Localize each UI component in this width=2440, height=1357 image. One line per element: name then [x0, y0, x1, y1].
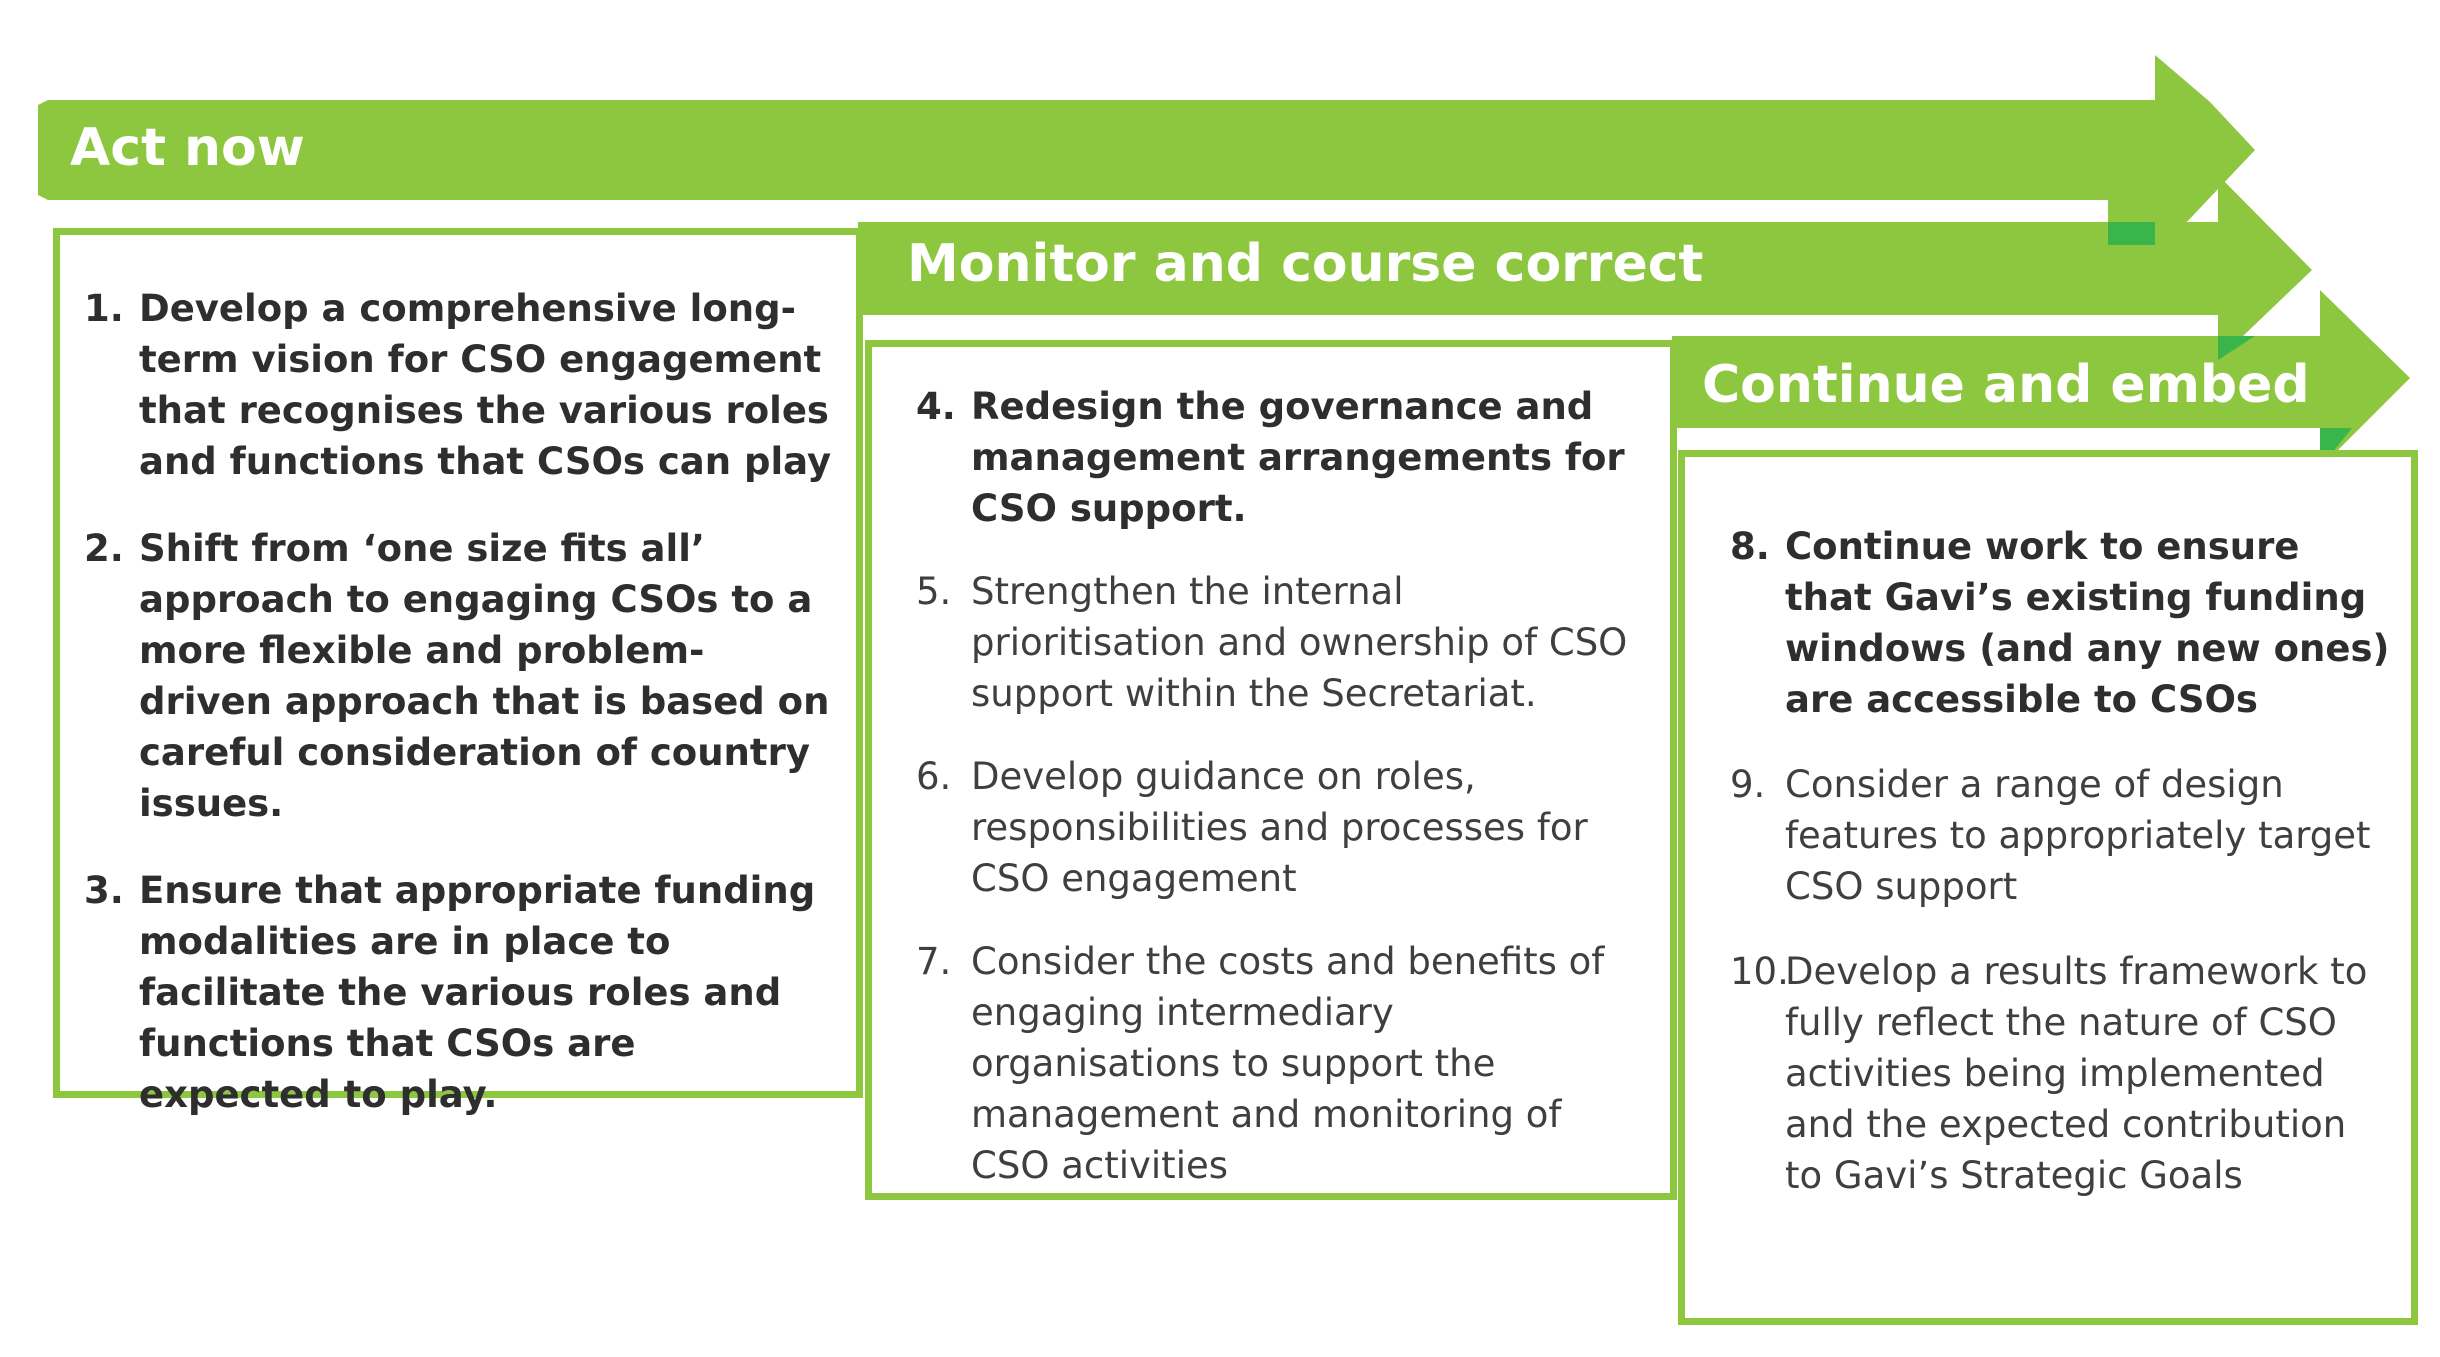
- item-number: 10.: [1730, 950, 1789, 993]
- list-item: 4. Redesign the governance and managemen…: [916, 381, 1640, 534]
- act-now-label: Act now: [70, 118, 305, 178]
- list-item: 2. Shift from ‘one size fits all’ approa…: [84, 523, 836, 829]
- item-text: Consider the costs and benefits of engag…: [971, 940, 1605, 1187]
- list-item: 6. Develop guidance on roles, responsibi…: [916, 751, 1640, 904]
- list-item: 5. Strengthen the internal prioritisatio…: [916, 566, 1640, 719]
- item-number: 1.: [84, 287, 124, 330]
- monitor-label: Monitor and course correct: [907, 234, 1704, 294]
- item-number: 9.: [1730, 763, 1766, 806]
- item-number: 5.: [916, 570, 952, 613]
- item-number: 4.: [916, 385, 956, 428]
- monitor-arrow: [858, 175, 2312, 360]
- item-number: 2.: [84, 527, 124, 570]
- monitor-continue-overlap: [2218, 336, 2255, 360]
- list-item: 1. Develop a comprehensive long-term vis…: [84, 283, 836, 487]
- list-item: 9. Consider a range of design features t…: [1730, 759, 2391, 912]
- item-text: Shift from ‘one size fits all’ approach …: [139, 527, 830, 825]
- item-text: Ensure that appropriate funding modaliti…: [139, 869, 816, 1116]
- continue-box: 8. Continue work to ensure that Gavi’s e…: [1678, 450, 2418, 1325]
- list-item: 7. Consider the costs and benefits of en…: [916, 936, 1640, 1191]
- item-text: Strengthen the internal prioritisation a…: [971, 570, 1628, 715]
- item-text: Develop a results framework to fully ref…: [1785, 950, 2368, 1197]
- act-monitor-overlap: [2108, 222, 2155, 245]
- item-text: Consider a range of design features to a…: [1785, 763, 2371, 908]
- continue-label: Continue and embed: [1702, 355, 2310, 415]
- list-item: 3. Ensure that appropriate funding modal…: [84, 865, 836, 1120]
- list-item: 8. Continue work to ensure that Gavi’s e…: [1730, 521, 2391, 725]
- item-text: Develop a comprehensive long-term vision…: [139, 287, 832, 483]
- item-text: Continue work to ensure that Gavi’s exis…: [1785, 525, 2390, 721]
- list-item: 10. Develop a results framework to fully…: [1730, 946, 2391, 1201]
- act-now-box: 1. Develop a comprehensive long-term vis…: [53, 228, 863, 1116]
- monitor-box: 4. Redesign the governance and managemen…: [865, 340, 1677, 1200]
- item-number: 8.: [1730, 525, 1770, 568]
- act-now-arrow: [38, 55, 2255, 245]
- item-text: Redesign the governance and management a…: [971, 385, 1625, 530]
- item-number: 6.: [916, 755, 952, 798]
- continue-arrow: [1672, 290, 2410, 468]
- item-number: 3.: [84, 869, 124, 912]
- item-number: 7.: [916, 940, 952, 983]
- item-text: Develop guidance on roles, responsibilit…: [971, 755, 1588, 900]
